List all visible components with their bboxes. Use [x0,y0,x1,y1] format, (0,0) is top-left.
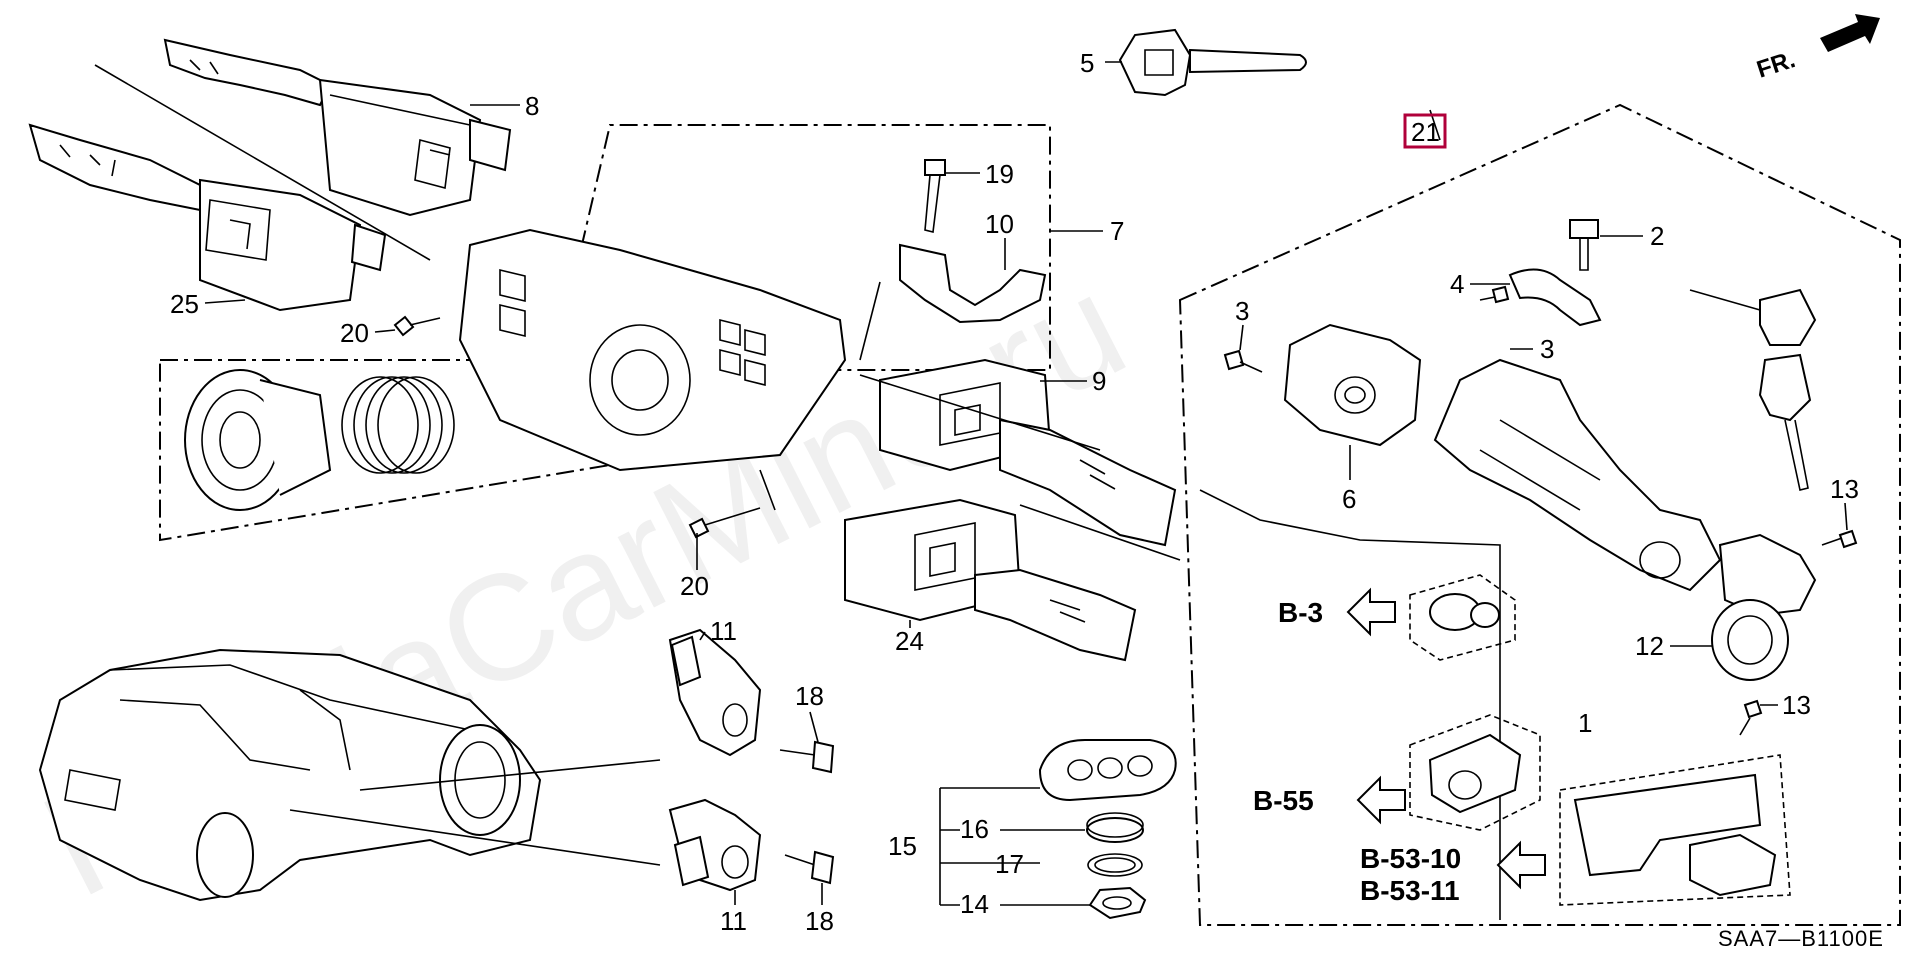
ring-14-drawing [1088,886,1147,920]
cylinder-b55-box [1409,714,1541,831]
callout-bracket [939,787,1040,906]
screw-3-right-drawing [1479,285,1510,304]
screw-3-left-drawing [1223,349,1263,373]
b53-arrow-icon [1496,840,1546,890]
cylinder-b3-box [1409,574,1516,661]
callout-8: 8 [525,91,539,121]
leader-line [1239,324,1244,351]
ignition-switch-drawing [1718,533,1817,617]
divider-line [1019,504,1181,561]
headlight-switch-assembly-drawing [28,123,387,312]
cable-reel-drawing [184,369,332,511]
leader-line [809,711,819,743]
callout-19: 19 [985,159,1014,189]
callout-14: 14 [960,889,989,919]
callout-6: 6 [1342,484,1356,514]
callout-13-upper: 13 [1830,474,1859,504]
screw-20-lower-drawing [688,507,761,539]
remote-transmitter-drawing [1038,739,1177,802]
callout-11-lower: 11 [720,906,747,936]
fr-label: FR. [1754,46,1799,84]
key-5-drawing [1118,28,1307,97]
screw-13-upper-drawing [1821,529,1858,549]
callout-11-upper: 11 [710,616,737,646]
door-switch-11-lower-drawing [668,798,762,892]
subassembly-21-boundary [1178,103,1901,926]
door-switch-11-upper-drawing [668,628,762,757]
subassembly-1-boundary [1199,489,1501,920]
ref-b53-10[interactable]: B-53-10 [1360,843,1461,874]
screw-20-upper-drawing [393,315,441,337]
ref-b55[interactable]: B-55 [1253,785,1314,816]
callout-20-lower: 20 [680,571,709,601]
ref-b53-11[interactable]: B-53-11 [1360,875,1460,906]
callout-25: 25 [170,289,199,319]
callout-2: 2 [1650,221,1664,251]
car-body-drawing [38,648,542,902]
callout-24: 24 [895,626,924,656]
leader-line [759,469,776,511]
screw-13-lower-drawing [1739,699,1763,736]
callout-18-upper: 18 [795,681,824,711]
b3-arrow-icon [1346,587,1396,637]
cylinder-b3-drawing [1429,593,1500,631]
ref-b3[interactable]: B-3 [1278,597,1323,628]
leader-line [374,329,396,333]
lock-housing-6-drawing [1283,323,1422,447]
divider-line [94,64,431,261]
callout-3-left: 3 [1235,296,1249,326]
seal-17-drawing [1087,853,1143,877]
switch-24-drawing [844,498,1137,662]
screw-19-drawing [924,159,946,233]
callout-3-right: 3 [1540,334,1554,364]
spring-coil-drawing [341,376,455,474]
callout-12: 12 [1635,631,1664,661]
callout-13-lower: 13 [1782,690,1811,720]
battery-16-drawing [1086,812,1144,843]
callout-7: 7 [1110,216,1124,246]
bolt-18-lower-drawing [784,850,835,885]
key-ring-12-drawing [1711,599,1789,681]
callout-21: 21 [1411,117,1440,147]
callout-20-upper: 20 [340,318,369,348]
leader-line [204,299,246,304]
leader-line [1844,502,1848,531]
cylinder-b53-drawing [1573,773,1777,897]
callout-10: 10 [985,209,1014,239]
divider-line [859,374,1101,451]
drawing-code: SAA7—B1100E [1718,926,1884,951]
callout-1: 1 [1578,708,1592,738]
leader-line [289,809,661,866]
combination-switch-body-drawing [458,228,847,472]
ignition-keys-drawing [1689,288,1817,491]
leader-line [859,281,881,361]
steering-lock-assembly-drawing [1433,358,1722,592]
leader-line [359,759,661,791]
b55-arrow-icon [1356,775,1406,825]
bolt-2-drawing [1569,219,1599,271]
clamp-4-drawing [1508,268,1602,327]
callout-16: 16 [960,814,989,844]
callout-21-box: 21 [1403,113,1447,149]
bracket-10-drawing [899,243,1047,324]
callout-9: 9 [1092,366,1106,396]
subassembly-7-boundary [159,124,1051,542]
wiper-switch-assembly-drawing [163,38,512,217]
bolt-18-upper-drawing [779,740,835,774]
leader-line [699,631,706,641]
callout-4: 4 [1450,269,1464,299]
callout-17: 17 [995,849,1024,879]
callout-5: 5 [1080,48,1094,78]
cylinder-b55-drawing [1428,733,1522,814]
callout-18-lower: 18 [805,906,834,936]
callout-15: 15 [888,831,917,861]
front-direction-indicator: FR. [1754,14,1880,84]
cylinder-b53-box [1559,754,1791,906]
